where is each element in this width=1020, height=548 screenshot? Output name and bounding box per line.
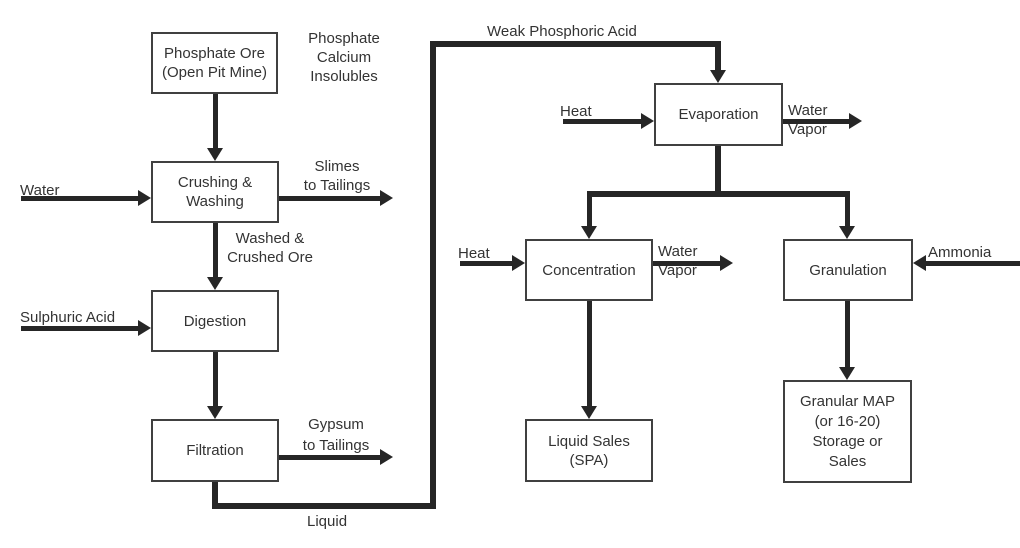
line-into-evaporation: [715, 41, 721, 70]
arrowhead-branch-to-granulation: [839, 226, 855, 239]
line-branch-to-granulation: [845, 191, 850, 226]
arrowhead-concentration-to-liquid-sales: [581, 406, 597, 419]
box-granulation: Granulation: [783, 239, 913, 301]
arrowhead-water-in: [138, 190, 151, 206]
line-filtration-liquid-down: [212, 482, 218, 509]
arrowhead-granulation-to-map: [839, 367, 855, 380]
line-sulphuric-in: [21, 326, 138, 331]
line-digestion-to-filtration: [213, 352, 218, 406]
arrowhead-ammonia-in: [913, 255, 926, 271]
label-heat-evaporation: Heat: [560, 103, 592, 120]
label-water-vapor-concentration: Water Vapor: [658, 243, 698, 279]
label-weak-phosphoric-acid: Weak Phosphoric Acid: [487, 23, 637, 40]
label-liquid: Liquid: [307, 513, 348, 530]
arrowhead-digestion-to-filtration: [207, 406, 223, 419]
arrowhead-branch-to-concentration: [581, 226, 597, 239]
line-branch: [587, 191, 850, 197]
line-gypsum-out: [279, 455, 380, 460]
line-liquid-riser: [430, 41, 436, 509]
arrowhead-sulphuric-in: [138, 320, 151, 336]
line-granulation-to-map: [845, 301, 850, 367]
box-granular-map: Granular MAP (or 16-20) Storage or Sales: [783, 380, 912, 483]
box-evaporation: Evaporation: [654, 83, 783, 146]
box-filtration: Filtration: [151, 419, 279, 482]
line-heat-concentration: [460, 261, 512, 266]
label-ammonia: Ammonia: [928, 244, 992, 261]
line-heat-evaporation: [563, 119, 641, 124]
arrowhead-heat-evaporation: [641, 113, 654, 129]
box-phosphate-ore: Phosphate Ore (Open Pit Mine): [151, 32, 278, 94]
line-concentration-to-liquid-sales: [587, 301, 592, 406]
arrowhead-ore-to-crushing: [207, 148, 223, 161]
label-water: Water: [20, 182, 60, 199]
box-concentration: Concentration: [525, 239, 653, 301]
box-digestion: Digestion: [151, 290, 279, 352]
line-liquid-bottom: [212, 503, 436, 509]
line-evaporation-down: [715, 146, 721, 197]
line-water-vapor-evaporation: [783, 119, 849, 124]
label-washed-crushed-ore: Washed & Crushed Ore: [227, 230, 313, 266]
arrowhead-crushing-to-digestion: [207, 277, 223, 290]
line-ammonia-in: [925, 261, 1020, 266]
line-water-in: [21, 196, 138, 201]
label-heat-concentration: Heat: [458, 245, 490, 262]
arrowhead-gypsum-out: [380, 449, 393, 465]
box-crushing-washing: Crushing & Washing: [151, 161, 279, 223]
arrowhead-heat-concentration: [512, 255, 525, 271]
label-slimes-to-tailings: Slimes to Tailings: [303, 158, 371, 194]
arrowhead-into-evaporation: [710, 70, 726, 83]
box-liquid-sales: Liquid Sales (SPA): [525, 419, 653, 482]
label-sulphuric-acid: Sulphuric Acid: [20, 309, 116, 326]
arrowhead-water-vapor-concentration: [720, 255, 733, 271]
line-crushing-to-digestion: [213, 223, 218, 277]
line-water-vapor-concentration: [653, 261, 720, 266]
line-slimes-out: [279, 196, 380, 201]
line-ore-to-crushing: [213, 94, 218, 148]
label-phosphate-calcium-insolubles: Phosphate Calcium Insolubles: [308, 30, 380, 85]
arrowhead-slimes-out: [380, 190, 393, 206]
line-weak-acid-top: [430, 41, 721, 47]
label-water-vapor-evaporation: Water Vapor: [788, 102, 828, 138]
label-gypsum-to-tailings: Gypsum to Tailings: [302, 416, 370, 454]
line-branch-to-concentration: [587, 191, 592, 226]
arrowhead-water-vapor-evaporation: [849, 113, 862, 129]
